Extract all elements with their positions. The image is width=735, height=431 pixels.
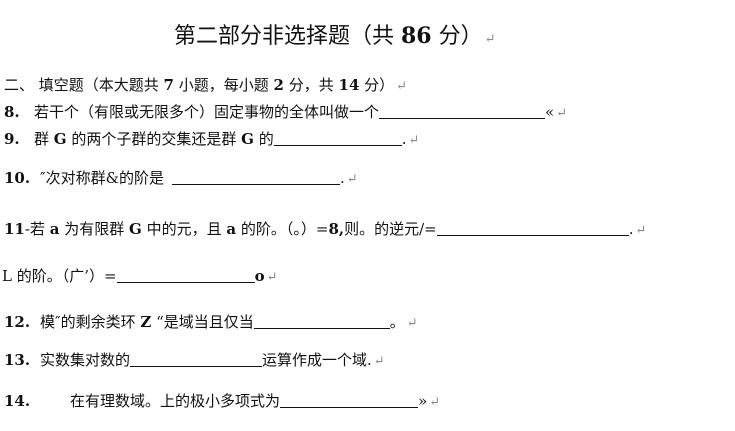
question-text: 在有理数域。上的极小多项式为 — [70, 392, 281, 410]
question-number: 9. — [4, 130, 20, 148]
question-text: 则。的逆元/= — [344, 220, 437, 238]
answer-blank[interactable] — [253, 314, 390, 329]
question-14: 14. 在有理数域。上的极小多项式为 »↵ — [4, 391, 440, 413]
section-text: 二、 填空题（本大题共 — [4, 76, 164, 94]
paragraph-mark-icon: ↵ — [373, 354, 385, 369]
paragraph-mark-icon: ↵ — [408, 133, 420, 148]
title-text-pre: 第二部分非选择题（共 — [174, 24, 401, 49]
question-text: 运算作成一个域. — [262, 351, 372, 369]
question-11: 11-若 a 为有限群 G 中的元，且 a 的阶。（。）=8,则。的逆元/=.↵ — [4, 219, 646, 241]
section-heading: 二、 填空题（本大题共 7 小题，每小题 2 分，共 14 分）↵ — [4, 75, 407, 97]
section-count: 7 — [163, 76, 174, 94]
symbol-Z: Z — [140, 313, 152, 331]
answer-blank[interactable] — [130, 352, 263, 367]
question-8: 8. 若干个（有限或无限多个）固定事物的全体叫做一个 «↵ — [4, 102, 567, 124]
answer-blank[interactable] — [280, 393, 419, 408]
symbol-a: a — [49, 220, 60, 238]
title-points: 86 — [401, 23, 432, 49]
answer-blank[interactable] — [171, 170, 340, 185]
symbol-G: G — [129, 220, 142, 238]
section-text: 分，共 — [283, 76, 339, 94]
answer-blank[interactable] — [116, 268, 255, 283]
paragraph-mark-icon: ↵ — [396, 79, 408, 94]
question-13: 13. 实数集对数的 运算作成一个域.↵ — [4, 350, 385, 372]
question-text: 的 — [253, 130, 274, 148]
section-text: 分） — [359, 76, 395, 94]
question-number: 13. — [4, 351, 31, 369]
symbol-a: a — [226, 220, 237, 238]
question-12: 12. 模″的剩余类环 Z “是域当且仅当 。↵ — [4, 312, 418, 334]
paragraph-mark-icon: ↵ — [346, 172, 358, 187]
paragraph-mark-icon: ↵ — [406, 316, 418, 331]
question-number: 14. — [4, 392, 31, 410]
answer-blank[interactable] — [273, 131, 402, 146]
section-points-each: 2 — [273, 76, 284, 94]
paragraph-mark-icon: ↵ — [635, 223, 647, 238]
section-text: 小题，每小题 — [173, 76, 274, 94]
question-text: -若 — [24, 220, 50, 238]
page-title: 第二部分非选择题（共 86 分）↵ — [174, 22, 496, 54]
question-tail: 。 — [389, 313, 405, 331]
answer-blank[interactable] — [436, 221, 629, 236]
question-text: 为有限群 — [59, 220, 129, 238]
question-11-continued: L 的阶。（广’）= o↵ — [2, 266, 278, 288]
paragraph-mark-icon: ↵ — [484, 32, 496, 47]
question-text: “是域当且仅当 — [151, 313, 254, 331]
title-text-post: 分） — [431, 24, 483, 49]
question-tail: . — [628, 220, 634, 238]
question-9: 9. 群 G 的两个子群的交集还是群 G 的.↵ — [4, 129, 419, 151]
symbol-G: G — [53, 130, 67, 148]
paragraph-mark-icon: ↵ — [556, 106, 568, 121]
question-number: 11 — [4, 220, 25, 238]
question-number: 8. — [4, 103, 20, 121]
question-text: 的两个子群的交集还是群 — [66, 130, 242, 148]
question-number: 12. — [4, 313, 31, 331]
question-text: 群 — [34, 130, 54, 148]
question-10: 10. ″次对称群&的阶是.↵ — [4, 168, 358, 190]
question-text: 实数集对数的 — [40, 351, 131, 369]
question-tail: . — [401, 130, 407, 148]
question-tail: o — [254, 267, 265, 285]
question-text: 模″的剩余类环 — [40, 313, 141, 331]
symbol-G: G — [241, 130, 254, 148]
question-text: L 的阶。（广’）= — [2, 267, 117, 285]
section-points-total: 14 — [338, 76, 360, 94]
paragraph-mark-icon: ↵ — [266, 270, 278, 285]
question-text: 若干个（有限或无限多个）固定事物的全体叫做一个 — [34, 103, 380, 121]
question-tail: « — [545, 103, 555, 121]
question-tail: . — [339, 169, 345, 187]
question-number: 10. — [4, 169, 31, 187]
question-tail: » — [418, 392, 428, 410]
answer-blank[interactable] — [379, 104, 546, 119]
question-text: ″次对称群&的阶是 — [40, 169, 164, 187]
order-value: 8, — [328, 220, 345, 238]
paragraph-mark-icon: ↵ — [429, 395, 441, 410]
question-text: 中的元，且 — [141, 220, 227, 238]
question-text: 的阶。（。）= — [236, 220, 329, 238]
